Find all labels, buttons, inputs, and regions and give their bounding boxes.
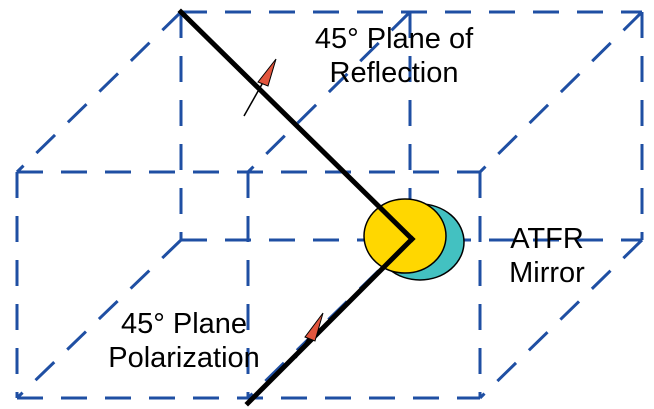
mirror-front-face bbox=[363, 198, 447, 274]
cube-connect-top-left bbox=[15, 10, 183, 174]
polarization-plane-label-line-2: Polarization bbox=[108, 342, 260, 374]
light-beam bbox=[177, 8, 416, 407]
reflection-plane-label: 45° Plane of Reflection bbox=[284, 22, 504, 90]
mirror-label-line-1: ATFR bbox=[510, 223, 584, 255]
polarization-arrows bbox=[243, 58, 324, 359]
cube-connect-bottom-right bbox=[478, 238, 644, 400]
cube-mid-diagonal-top bbox=[246, 10, 412, 174]
reflection-arrow-head bbox=[257, 58, 277, 87]
reflection-plane-label-line-1: 45° Plane of bbox=[314, 23, 474, 55]
atfr-mirror bbox=[363, 198, 465, 281]
cube-connect-top-right bbox=[478, 10, 644, 174]
mirror-label-line-2: Mirror bbox=[509, 257, 585, 289]
polarization-plane-label: 45° Plane Polarization bbox=[96, 307, 272, 375]
reflected-beam bbox=[177, 8, 416, 243]
polarization-plane-label-line-1: 45° Plane bbox=[120, 308, 248, 340]
reflection-plane-label-line-2: Reflection bbox=[329, 57, 459, 89]
incident-arrow-head bbox=[304, 312, 324, 342]
mirror-label: ATFR Mirror bbox=[488, 222, 606, 290]
incident-beam bbox=[244, 235, 416, 407]
cube-connect-bottom-left bbox=[15, 238, 183, 400]
